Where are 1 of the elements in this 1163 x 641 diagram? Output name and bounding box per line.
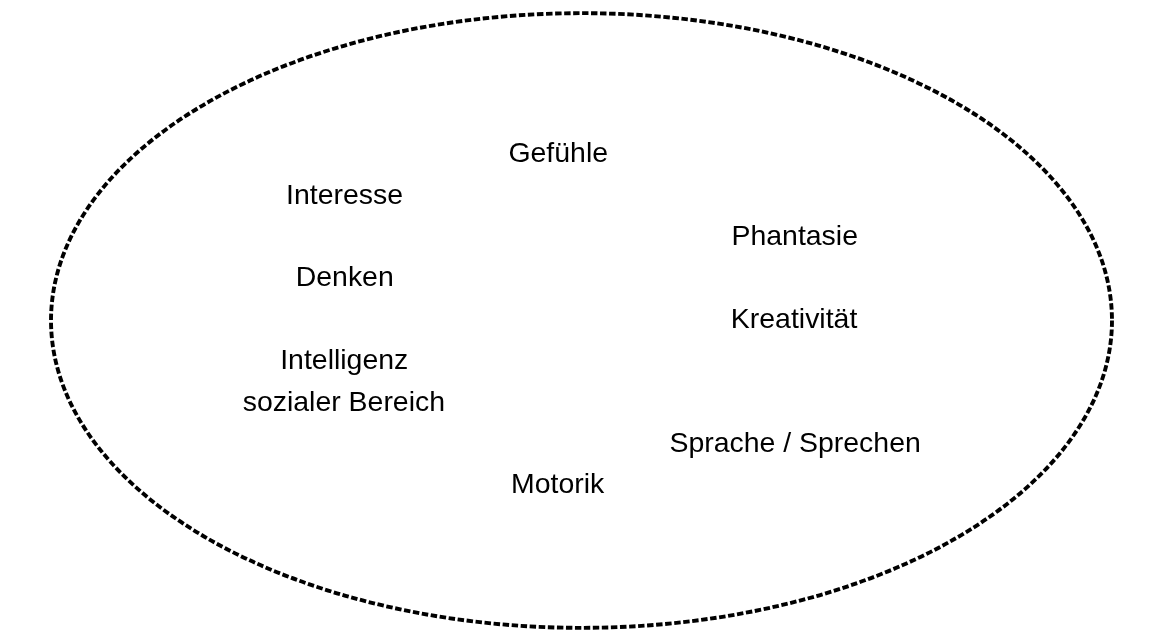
node-ellipse: Gefühle Interesse Phantasie Denken Kreativität Intelligenz sozialer Bereich Sprache / Sprechen Motorik — [49, 11, 1114, 630]
